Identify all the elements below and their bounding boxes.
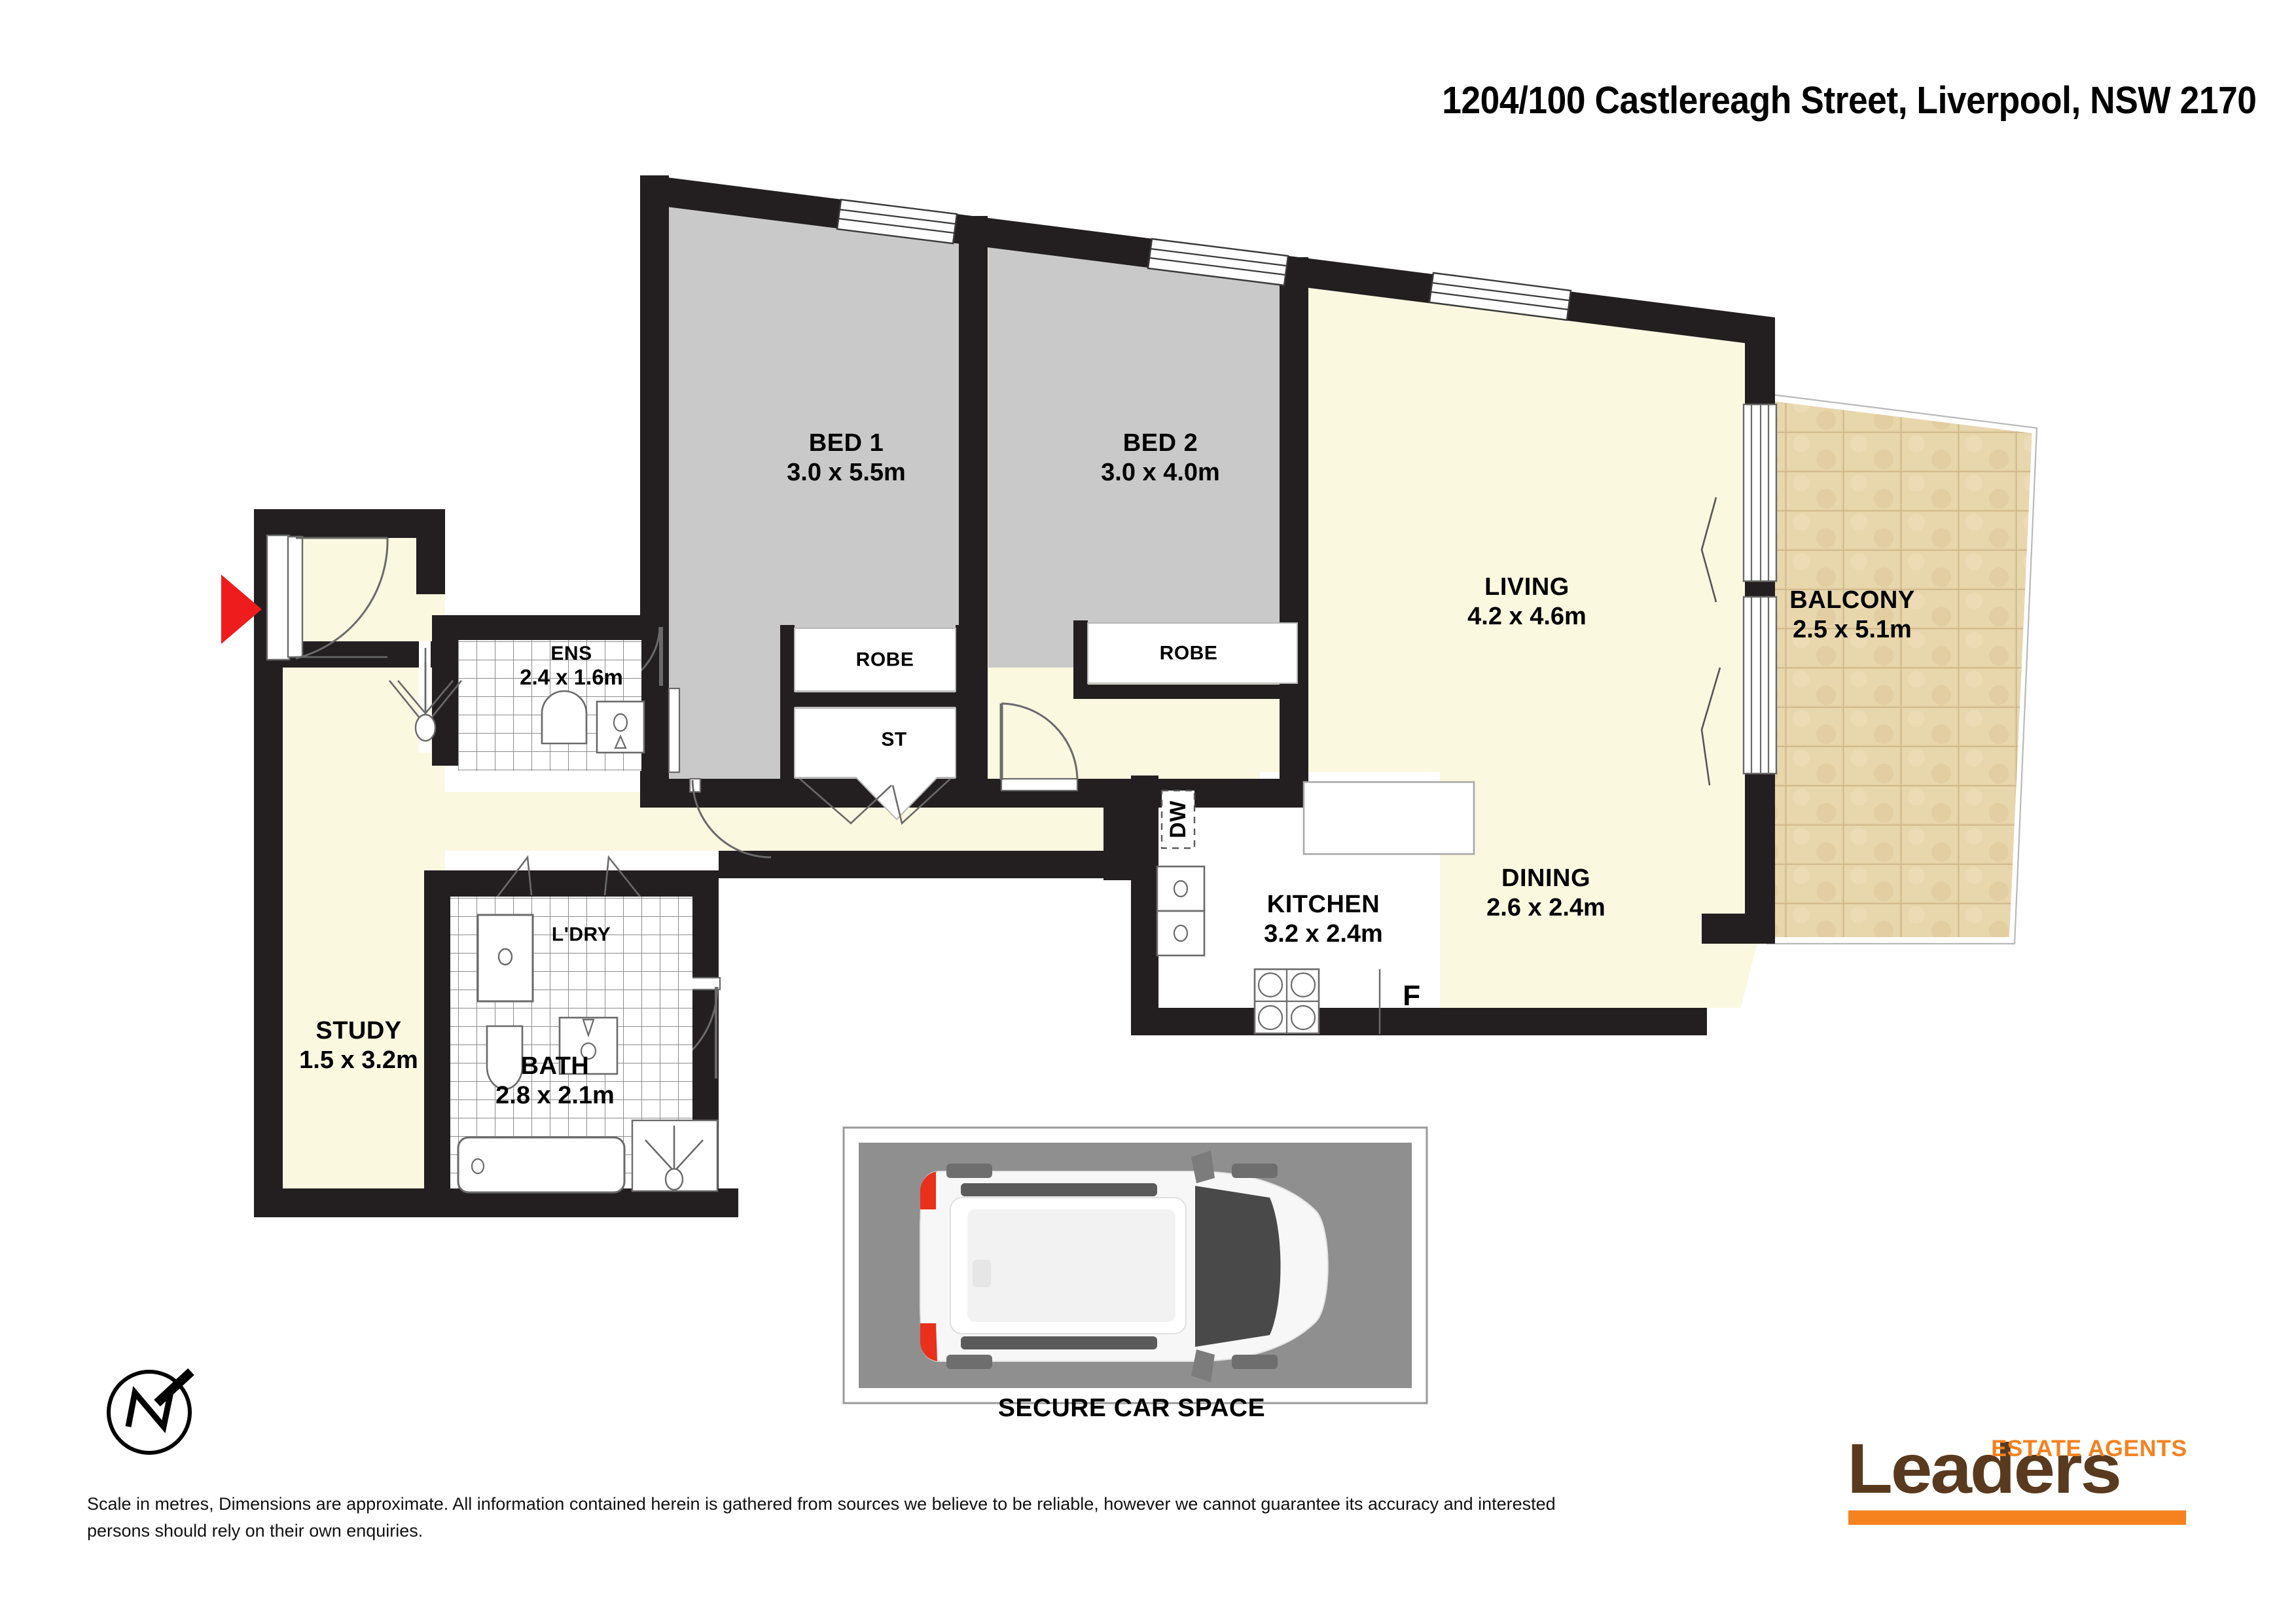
vanity-bath: [558, 1016, 619, 1075]
toilet-ensuite: [541, 690, 588, 745]
dishwasher-outline: [1160, 789, 1196, 849]
cooktop: [1253, 968, 1320, 1035]
room-label-bed1: BED 1 3.0 x 5.5m: [787, 429, 906, 486]
st-interior: [794, 707, 956, 821]
door-bed2: [999, 702, 1079, 792]
logo-tagline: ESTATE AGENTS: [1991, 1436, 2187, 1461]
room-label-robe-bed1: ROBE: [855, 649, 914, 671]
shower-ensuite: [388, 641, 463, 753]
room-label-study: STUDY 1.5 x 3.2m: [299, 1017, 418, 1074]
room-label-ensuite: ENS 2.4 x 1.6m: [520, 642, 623, 690]
window-living: [1428, 272, 1572, 321]
north-indicator-icon: [107, 1368, 194, 1455]
agency-logo: Leaders ESTATE AGENTS: [1847, 1433, 2187, 1525]
logo-accent-bar: [1848, 1510, 2186, 1525]
kitchen-island: [1302, 781, 1475, 855]
room-label-living: LIVING 4.2 x 4.6m: [1467, 573, 1587, 630]
bathtub: [457, 1136, 626, 1194]
door-bed1: [689, 777, 772, 859]
room-label-laundry: L'DRY: [551, 923, 611, 946]
room-label-robe-bed2: ROBE: [1159, 642, 1218, 664]
toilet-bath: [486, 1025, 524, 1090]
shower-bath: [631, 1119, 719, 1192]
door-entry: [266, 534, 389, 661]
floor-carpet-bed2: [988, 238, 1280, 668]
windows: [836, 198, 1778, 786]
car-space: [842, 1126, 1428, 1404]
robe2-interior: [1087, 622, 1298, 684]
laundry-appliance: [476, 914, 534, 1003]
robe1-interior: [794, 628, 956, 692]
vanity-ensuite: [596, 700, 645, 754]
fixtures: [388, 622, 1475, 1194]
doors: [266, 534, 1079, 1080]
room-label-bed2: BED 2 3.0 x 4.0m: [1101, 429, 1220, 486]
room-label-storage: ST: [881, 728, 907, 751]
door-ensuite-hall: [668, 687, 681, 774]
entry-arrow-icon: [221, 575, 262, 644]
appliance-label-dishwasher: DW: [1165, 800, 1191, 838]
page-title: 1204/100 Castlereagh Street, Liverpool, …: [1442, 79, 2257, 122]
window-bed1: [836, 198, 958, 245]
car-icon: [920, 1150, 1329, 1382]
car-space-caption: SECURE CAR SPACE: [997, 1394, 1266, 1422]
window-bed2: [1147, 238, 1289, 287]
balcony-sliding-doors: [1700, 403, 1778, 786]
appliance-label-fridge: F: [1403, 980, 1421, 1012]
laundry-bifold-doors: [496, 855, 641, 897]
room-label-kitchen: KITCHEN 3.2 x 2.4m: [1264, 891, 1383, 948]
room-label-balcony: BALCONY 2.5 x 5.1m: [1789, 586, 1915, 643]
kitchen-sink: [1156, 865, 1206, 957]
room-label-bath: BATH 2.8 x 2.1m: [495, 1052, 615, 1109]
room-label-dining: DINING 2.6 x 2.4m: [1486, 865, 1605, 921]
logo-wordmark: Leaders: [1847, 1429, 2122, 1508]
st-bifold-doors: [799, 778, 951, 825]
disclaimer-text: Scale in metres, Dimensions are approxim…: [87, 1494, 1556, 1541]
balcony-area: [1763, 389, 2042, 948]
